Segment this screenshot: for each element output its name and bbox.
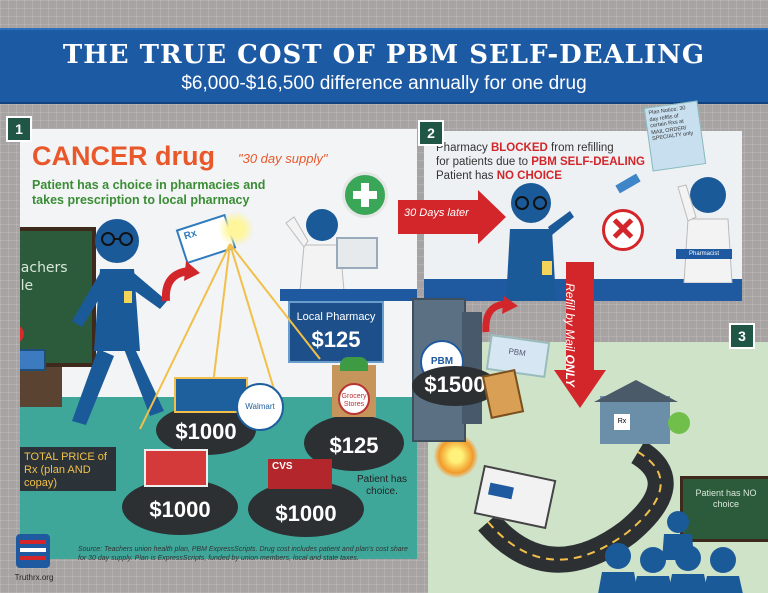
register <box>336 237 378 269</box>
self-dealing-text: for patients due to <box>436 156 532 168</box>
teacher-desk <box>20 367 62 407</box>
refill-by-mail-label: Refill by Mail ONLY <box>563 265 577 405</box>
walmart-price: $1000 <box>175 419 237 444</box>
self-dealing-word: PBM SELF-DEALING <box>531 156 645 168</box>
pharmacist-tag: Pharmacist <box>676 249 732 259</box>
pbm-price: $1500 <box>424 372 486 397</box>
bush <box>668 412 690 434</box>
home-roof <box>594 380 678 402</box>
chalkboard-text: Teachers rule <box>20 260 68 294</box>
truthrx-logo-icon <box>16 534 50 568</box>
chalkboard-2 <box>680 476 768 542</box>
apple-icon <box>20 325 24 343</box>
panel1-description: Patient has a choice in pharmacies and t… <box>32 178 266 207</box>
blocked-rx-icon <box>602 209 644 251</box>
blocked-word: BLOCKED <box>490 142 548 154</box>
mail-road <box>478 440 674 573</box>
cvs-price: $1000 <box>275 501 337 526</box>
walgreens-store <box>144 449 208 487</box>
plan-notice-card: Plan Notice: 30 day refills of certain R… <box>643 100 707 172</box>
panel-pharmacy-blocked: Pharmacy BLOCKED from refilling for pati… <box>424 131 742 301</box>
page-title: THE TRUE COST OF PBM SELF-DEALING <box>62 40 706 70</box>
walmart-label: Walmart <box>236 383 284 431</box>
walgreens-oval <box>122 479 238 535</box>
thirty-days-arrow <box>398 190 506 244</box>
thirty-days-label: 30 Days later <box>404 207 469 219</box>
home-rx-label: Rx <box>614 414 630 430</box>
plan-notice-text: Plan Notice: 30 day refills of certain R… <box>648 105 694 143</box>
refill-by-mail-arrow <box>554 262 606 408</box>
total-price-label: TOTAL PRICE of Rx (plan AND copay) <box>24 451 107 489</box>
supply-label: "30 day supply" <box>238 151 328 166</box>
step-number-1: 1 <box>6 116 32 142</box>
walgreens-price: $1000 <box>149 497 211 522</box>
patient-choice-text: Patient has choice. <box>356 474 408 497</box>
pharmacist-figure-2 <box>677 177 733 283</box>
counter-top <box>280 289 417 301</box>
blocked-text-b: from refilling <box>547 142 614 154</box>
no-choice-text: Patient has <box>436 170 497 182</box>
students-group <box>598 511 743 593</box>
local-pharmacy-label: Local Pharmacy <box>296 311 376 323</box>
page-subtitle: $6,000-$16,500 difference annually for o… <box>181 73 587 94</box>
cvs-store: CVS <box>268 459 332 489</box>
blocked-text: Pharmacy BLOCKED from refilling for pati… <box>436 141 676 183</box>
grocery-price: $125 <box>329 433 379 458</box>
no-choice-word: NO CHOICE <box>496 170 562 182</box>
books <box>20 349 46 371</box>
truthrx-logo-text: Truthrx.org <box>14 573 54 582</box>
curved-arrow-icon-2 <box>482 296 518 333</box>
patient-figure-2 <box>506 183 574 301</box>
curved-arrow-icon <box>161 261 200 302</box>
pharmacist-figure <box>285 209 345 291</box>
source-note: Source: Teachers union health plan, PBM … <box>78 546 408 562</box>
title-banner <box>0 28 768 104</box>
grocery-label: Grocery Stores <box>338 383 370 415</box>
refill-only-word: ONLY <box>563 354 577 387</box>
refill-by-mail-text: Refill by Mail <box>563 283 577 355</box>
walmart-store <box>174 377 248 413</box>
cvs-oval <box>248 481 364 537</box>
panel-local-pharmacy: Teachers rule CANCER drug "30 day supply… <box>20 129 417 559</box>
cvs-label: CVS <box>272 461 293 472</box>
glow <box>218 211 254 247</box>
home-building <box>600 396 670 444</box>
pbm-card-label: PBM <box>507 346 527 359</box>
produce <box>340 357 368 371</box>
step-number-3: 3 <box>729 323 755 349</box>
local-pharmacy-sign: Local Pharmacy $125 <box>288 301 384 363</box>
drug-heading: CANCER drug <box>32 141 215 171</box>
blocked-text-a: Pharmacy <box>436 142 491 154</box>
pharmacy-cross-icon <box>342 172 388 218</box>
local-pharmacy-price: $125 <box>311 327 361 352</box>
choice-rays <box>139 243 321 430</box>
no-choice-board-text: Patient has NO choice <box>695 488 757 509</box>
total-price-box <box>20 447 116 491</box>
step-number-2: 2 <box>418 120 444 146</box>
